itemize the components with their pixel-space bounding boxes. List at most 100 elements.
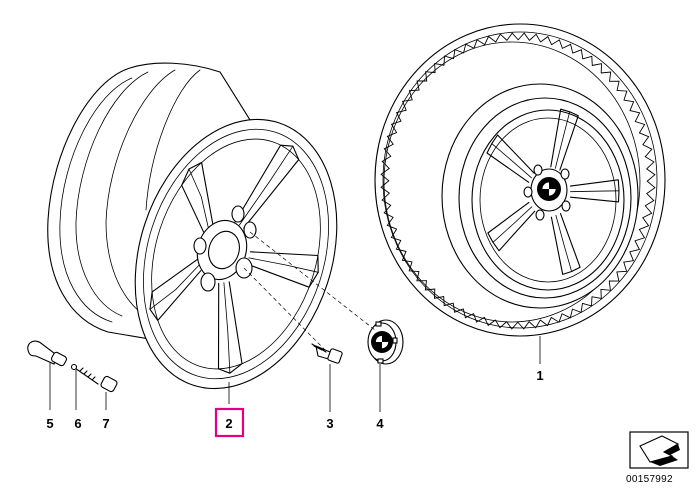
drawing-stroke [554,111,571,169]
drawing-stroke [644,156,655,170]
drawing-stroke [483,316,496,327]
drawing-stroke [639,132,650,146]
alloy-wheel-rim-icon[interactable] [47,62,370,415]
callout-4[interactable]: 4 [376,416,384,431]
document-number: 00157992 [626,474,673,485]
drawing-stroke [223,282,231,374]
drawing-stroke [555,215,572,272]
drawing-stroke [600,71,612,82]
valve-core-icon[interactable] [70,363,99,385]
drawing-stroke [616,89,628,101]
drawing-stroke [551,39,563,49]
drawing-stroke [629,110,641,123]
drawing-stroke [528,319,541,329]
drawing-stroke [517,32,530,41]
wheel-bolt-icon[interactable] [311,343,343,364]
drawing-stroke [443,296,454,307]
drawing-stroke [591,63,602,74]
drawing-stroke [616,261,628,273]
callout-1[interactable]: 1 [536,368,543,383]
drawing-stroke [383,143,394,157]
callout-3[interactable]: 3 [326,416,333,431]
drawing-stroke [390,228,402,242]
drawing-stroke [434,62,445,74]
drawing-stroke [638,217,650,231]
drawing-stroke [517,321,530,330]
drawing-stroke [408,89,420,101]
drawing-stroke [591,288,602,300]
drawing-stroke [528,33,542,43]
drawing-stroke [416,80,428,91]
drawing-stroke [188,168,210,230]
drawing-stroke [492,206,533,243]
drawing-stroke [646,180,656,195]
drawing-stroke [608,271,620,282]
drawing-stroke [401,251,413,263]
drawing-stroke [600,280,611,291]
drawing-stroke [452,302,464,313]
bmw-roundel-icon [537,177,561,201]
drawing-stroke [386,131,398,145]
tire-valve-icon[interactable] [27,340,68,367]
drawing-stroke [425,71,436,82]
drawing-stroke [646,168,656,182]
drawing-stroke [550,313,563,323]
leader-lines [49,231,541,412]
drawing-stroke [539,317,552,327]
drawing-stroke [443,55,454,66]
drawing-stroke [386,216,397,230]
drawing-stroke [395,109,407,122]
navigation-arrow-icon[interactable] [629,431,689,469]
hub-cap-emblem-icon[interactable] [367,319,404,365]
selected-item-highlight [214,407,245,438]
drawing-stroke [453,48,464,59]
drawing-stroke [582,55,593,66]
drawing-stroke [381,155,392,170]
drawing-stroke [484,35,497,45]
drawing-stroke [473,39,486,49]
complete-wheel-tire-icon[interactable] [374,23,666,337]
drawing-stroke [623,99,635,111]
drawing-stroke [561,43,574,54]
drawing-stroke [434,288,445,299]
drawing-stroke [401,99,413,111]
drawing-stroke [494,319,508,329]
drawing-stroke [380,167,390,182]
drawing-stroke [570,190,620,193]
drawing-stroke [149,264,200,310]
drawing-stroke [634,120,646,134]
valve-cap-icon[interactable] [100,375,118,393]
drawing-stroke [642,205,653,219]
callout-7[interactable]: 7 [102,416,109,431]
drawing-stroke [561,308,573,319]
drawing-stroke [462,308,475,319]
drawing-stroke [239,145,294,226]
drawing-stroke [424,280,436,291]
drawing-stroke [609,80,620,91]
drawing-stroke [380,180,390,194]
drawing-stroke [540,35,553,46]
drawing-stroke [495,33,508,43]
drawing-stroke [644,192,655,207]
drawing-stroke [408,261,420,273]
drawing-stroke [416,271,427,282]
drawing-stroke [381,192,392,206]
drawing-stroke [473,313,485,323]
drawing-stroke [634,228,646,242]
drawing-stroke [491,143,532,179]
drawing-stroke [463,43,475,54]
drawing-stroke [506,321,519,330]
drawing-stroke [383,204,394,218]
callout-6[interactable]: 6 [74,416,81,431]
drawing-stroke [248,257,319,273]
drawing-stroke [629,240,641,253]
callout-5[interactable]: 5 [46,416,53,431]
drawing-stroke [572,49,584,60]
callout-2[interactable]: 2 [225,416,232,431]
drawing-stroke [623,251,635,263]
drawing-stroke [572,303,583,314]
drawing-stroke [506,32,519,41]
drawing-stroke [642,144,653,158]
drawing-stroke [582,296,593,307]
